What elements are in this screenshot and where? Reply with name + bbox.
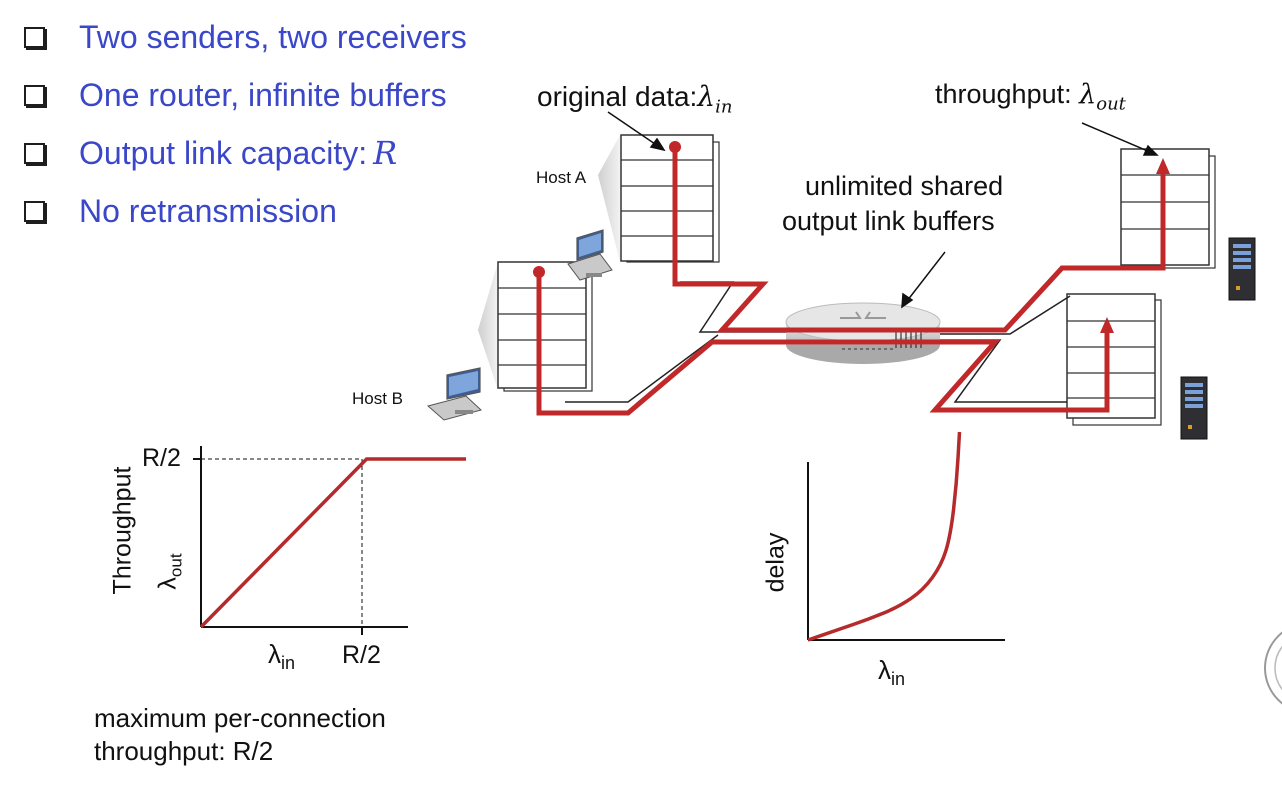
lambda-subscript: out bbox=[166, 553, 186, 578]
lambda-symbol: λ bbox=[878, 655, 891, 685]
lambda-subscript: in bbox=[715, 96, 733, 118]
throughput-caption: maximum per-connection throughput: R/2 bbox=[94, 702, 386, 768]
university-seal-logo bbox=[1264, 631, 1282, 705]
host-a-label: Host A bbox=[536, 168, 587, 187]
y-axis-label: delay bbox=[761, 532, 790, 593]
lambda-symbol: λ bbox=[697, 80, 716, 113]
bullet-list: Two senders, two receivers One router, i… bbox=[22, 8, 467, 240]
bullet-text: One router, infinite buffers bbox=[79, 76, 447, 113]
buffer-shadow bbox=[598, 135, 620, 262]
arrow-head-icon bbox=[1156, 158, 1170, 174]
checkbox-bullet-icon bbox=[24, 200, 45, 222]
caption-line: throughput: R/2 bbox=[94, 736, 274, 766]
flow-paths bbox=[536, 147, 1166, 416]
throughput-text: throughput: bbox=[935, 79, 1072, 109]
bullet-text: No retransmission bbox=[79, 192, 337, 229]
lambda-symbol: λ bbox=[268, 639, 281, 669]
throughput-label: throughput: λout bbox=[935, 79, 1126, 114]
x-tick-label: R/2 bbox=[342, 641, 381, 669]
delay-chart bbox=[807, 431, 1005, 642]
checkbox-bullet-icon bbox=[24, 142, 45, 164]
buffer-shadow bbox=[478, 262, 498, 390]
bullet-text: Output link capacity: bbox=[79, 134, 368, 171]
checkbox-bullet-icon bbox=[24, 84, 45, 106]
bullet-item: One router, infinite buffers bbox=[22, 66, 467, 124]
lambda-symbol: λ bbox=[153, 577, 182, 590]
lambda-subscript: in bbox=[891, 669, 906, 690]
x-axis-label: λin bbox=[878, 655, 905, 690]
lambda-symbol: λ bbox=[1079, 79, 1097, 110]
server-icon bbox=[1180, 376, 1208, 440]
bullet-symbol: R bbox=[373, 134, 398, 172]
bullet-item: Output link capacity: R bbox=[22, 124, 467, 182]
checkbox-bullet-icon bbox=[24, 26, 45, 48]
pointer-arrows bbox=[607, 111, 1159, 309]
server-icon bbox=[1228, 237, 1256, 301]
lambda-subscript: out bbox=[1096, 93, 1126, 115]
host-a-buffer bbox=[620, 134, 720, 263]
bullet-item: No retransmission bbox=[22, 182, 467, 240]
y-tick-label: R/2 bbox=[142, 444, 181, 472]
arrow-head-icon bbox=[1100, 317, 1114, 333]
receiver-2-buffer bbox=[1066, 293, 1162, 426]
y-axis-label: Throughput bbox=[108, 466, 137, 595]
buffers-label-line1: unlimited shared bbox=[805, 171, 1004, 201]
host-b-label: Host B bbox=[352, 389, 404, 408]
receiver-1-buffer bbox=[1120, 148, 1216, 269]
original-data-label: original data:λin bbox=[537, 80, 732, 118]
x-axis-label: λin bbox=[268, 639, 295, 674]
y-axis-symbol: λout bbox=[154, 553, 187, 589]
original-data-text: original data: bbox=[537, 81, 698, 112]
router-icon bbox=[785, 302, 941, 364]
bullet-text: Two senders, two receivers bbox=[79, 18, 467, 55]
throughput-chart bbox=[193, 446, 466, 635]
lambda-subscript: in bbox=[281, 653, 296, 674]
bullet-item: Two senders, two receivers bbox=[22, 8, 467, 66]
host-b-laptop-icon bbox=[426, 367, 482, 421]
buffers-label-line2: output link buffers bbox=[782, 206, 995, 236]
delay-series-line bbox=[807, 431, 962, 642]
host-a-laptop-icon bbox=[567, 229, 613, 281]
caption-line: maximum per-connection bbox=[94, 703, 386, 733]
flow-source-dot bbox=[669, 141, 681, 153]
host-b-buffer bbox=[497, 261, 593, 392]
flow-source-dot bbox=[533, 266, 545, 278]
throughput-series-line bbox=[199, 457, 466, 629]
